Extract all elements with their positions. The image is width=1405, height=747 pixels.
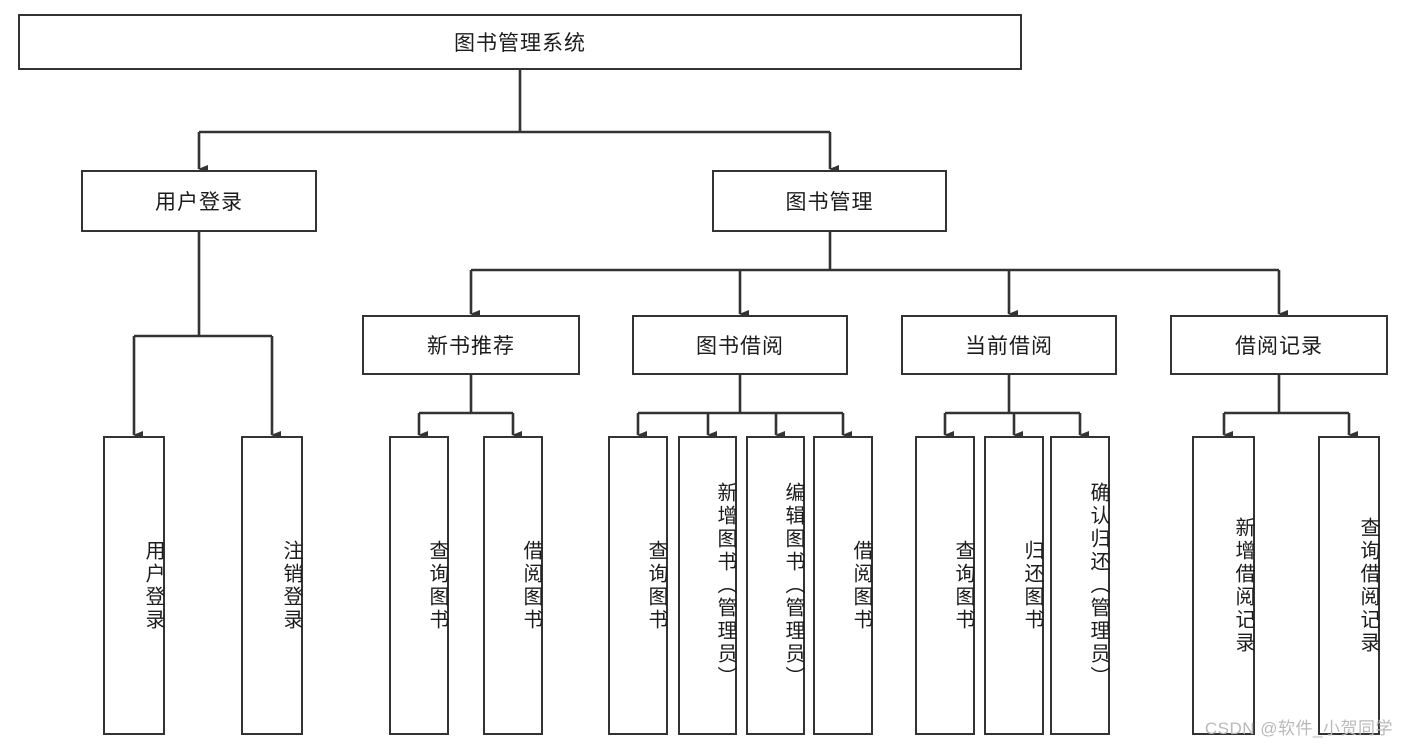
node-label: 借阅图书 [520,539,542,632]
node-label: 借阅图书 [850,539,872,632]
node-label: 当前借阅 [965,335,1053,358]
node-label: 查询图书 [645,539,667,632]
node-book-borrow[interactable]: 图书借阅 [632,315,848,375]
watermark-text: CSDN @软件_小贺同学 [1204,719,1393,738]
node-label: 查询图书 [952,539,974,632]
node-label: 新增借阅记录 [1232,516,1254,655]
node-leaf-add-book-admin[interactable]: 新增图书（管理员） [678,436,737,735]
node-label: 确认归还（管理员） [1087,482,1109,689]
node-book-manage[interactable]: 图书管理 [712,170,947,232]
node-label: 借阅记录 [1235,335,1323,358]
node-label: 图书借阅 [696,335,784,358]
node-leaf-rec-borrow-book[interactable]: 借阅图书 [483,436,543,735]
node-label: 查询借阅记录 [1357,516,1379,655]
node-label: 图书管理 [785,191,874,214]
node-label: 注销登录 [280,539,302,632]
node-leaf-confirm-return-admin[interactable]: 确认归还（管理员） [1050,436,1110,735]
node-leaf-borrow-book[interactable]: 借阅图书 [813,436,873,735]
node-label: 查询图书 [426,539,448,632]
node-label: 图书管理系统 [454,32,586,55]
node-leaf-add-borrow-record[interactable]: 新增借阅记录 [1192,436,1255,735]
node-leaf-user-logout[interactable]: 注销登录 [241,436,303,735]
node-current-borrow[interactable]: 当前借阅 [901,315,1117,375]
node-label: 新书推荐 [427,335,515,358]
node-leaf-return-book[interactable]: 归还图书 [984,436,1044,735]
node-leaf-rec-query-book[interactable]: 查询图书 [389,436,449,735]
node-user-login[interactable]: 用户登录 [81,170,317,232]
node-new-book-recommend[interactable]: 新书推荐 [362,315,580,375]
node-leaf-borrow-query-book[interactable]: 查询图书 [608,436,668,735]
node-borrow-record[interactable]: 借阅记录 [1170,315,1388,375]
node-label: 归还图书 [1021,539,1043,632]
node-leaf-query-borrow-record[interactable]: 查询借阅记录 [1318,436,1380,735]
node-leaf-edit-book-admin[interactable]: 编辑图书（管理员） [746,436,805,735]
node-leaf-cur-query-book[interactable]: 查询图书 [915,436,975,735]
node-root-system[interactable]: 图书管理系统 [18,14,1022,70]
node-label: 用户登录 [142,539,164,632]
node-leaf-user-login[interactable]: 用户登录 [103,436,165,735]
node-label: 用户登录 [155,191,243,214]
node-label: 编辑图书（管理员） [782,482,804,689]
node-label: 新增图书（管理员） [714,482,736,689]
